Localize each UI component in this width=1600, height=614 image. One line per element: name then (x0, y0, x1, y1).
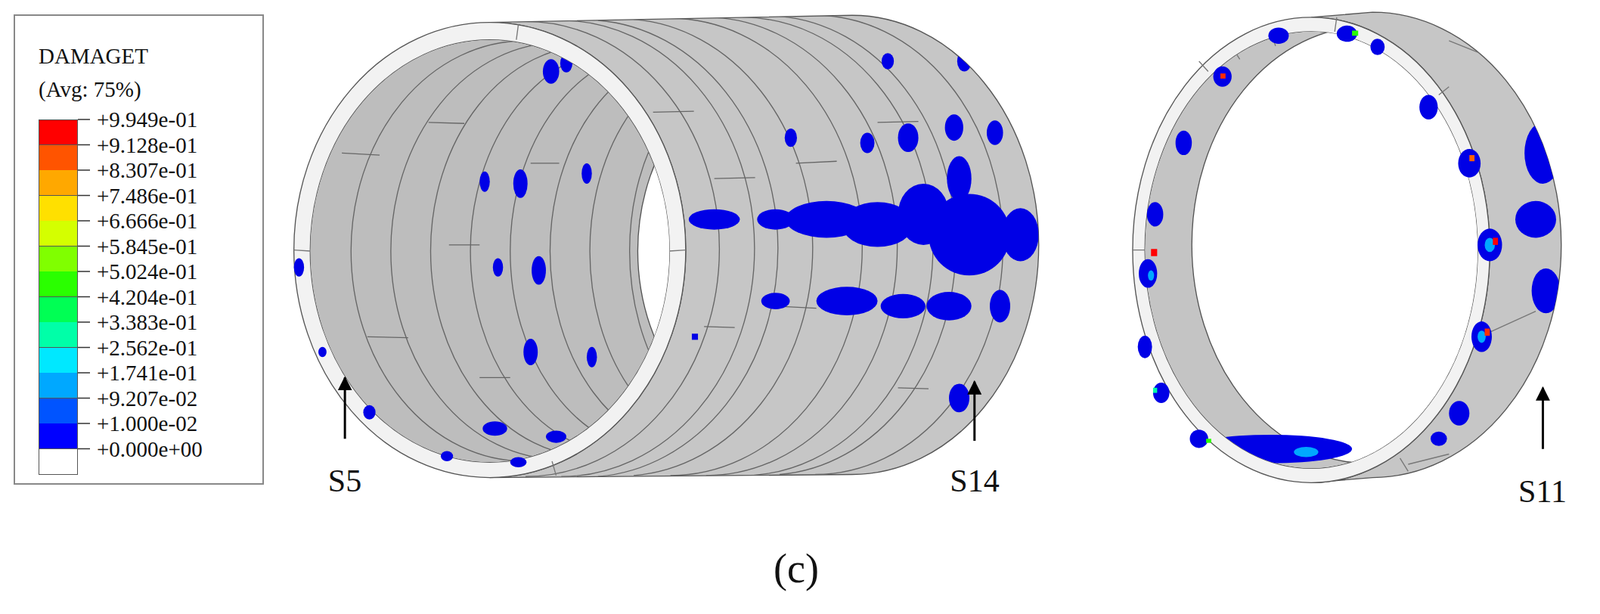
legend-tick (77, 220, 90, 222)
legend-swatch (38, 170, 78, 196)
legend-subtitle: (Avg: 75%) (38, 78, 142, 101)
legend-value: +2.562e-01 (96, 336, 198, 359)
legend-swatch (38, 372, 78, 399)
legend-tick (77, 422, 90, 425)
legend-value: +9.207e-02 (96, 387, 198, 410)
legend-value: +0.000e+00 (96, 437, 203, 460)
legend-value: +4.204e-01 (96, 285, 198, 308)
legend-swatch (38, 297, 78, 323)
pointer-arrow (973, 381, 976, 441)
legend-tick (77, 372, 90, 374)
front-ring-face (294, 22, 686, 478)
legend-swatch (38, 145, 78, 171)
legend-value: +9.128e-01 (96, 133, 198, 156)
pointer-arrow (1541, 387, 1545, 450)
legend-value: +5.845e-01 (96, 235, 198, 258)
legend-swatch (38, 220, 78, 247)
legend-frame (14, 15, 264, 484)
legend-value: +5.024e-01 (96, 260, 198, 283)
legend-tick (77, 118, 90, 121)
legend-value: +6.666e-01 (96, 210, 198, 233)
legend-swatch (38, 119, 78, 146)
legend-swatch (38, 347, 78, 374)
legend-tick (77, 270, 90, 273)
legend-tick (77, 245, 90, 248)
legend-value: +1.741e-01 (96, 362, 198, 385)
legend-value: +8.307e-01 (96, 159, 198, 182)
legend-tick (77, 144, 90, 146)
legend-swatch (38, 423, 78, 450)
ring-face-patches (1137, 25, 1503, 449)
legend-swatch (38, 246, 78, 273)
legend-value: +1.000e-02 (96, 412, 198, 435)
legend-swatch (38, 449, 78, 475)
legend-value: +3.383e-01 (96, 311, 198, 334)
legend-tick (77, 169, 90, 171)
legend-swatch (38, 271, 78, 298)
damage-patches (688, 50, 1039, 413)
legend-tick (77, 448, 90, 450)
legend-swatch (38, 398, 78, 425)
face-patches (294, 257, 698, 468)
legend-tick (77, 296, 90, 298)
segment-label: S11 (1518, 475, 1567, 508)
tunnel-models (294, 12, 1562, 483)
legend-tick (77, 347, 90, 349)
segment-label: S5 (328, 465, 362, 497)
figure-caption: (c) (773, 548, 819, 590)
legend-value: +9.949e-01 (96, 108, 198, 131)
ring-inner-view (1144, 26, 1543, 469)
legend-swatch (38, 322, 78, 348)
segment-label: S14 (949, 465, 999, 497)
legend-tick (77, 397, 90, 400)
pointer-arrow (344, 377, 347, 439)
legend-title: DAMAGET (38, 45, 149, 68)
legend-swatch (38, 195, 78, 222)
inner-view (310, 40, 996, 463)
legend-value: +7.486e-01 (96, 184, 198, 207)
legend-tick (77, 321, 90, 323)
legend-tick (77, 195, 90, 197)
